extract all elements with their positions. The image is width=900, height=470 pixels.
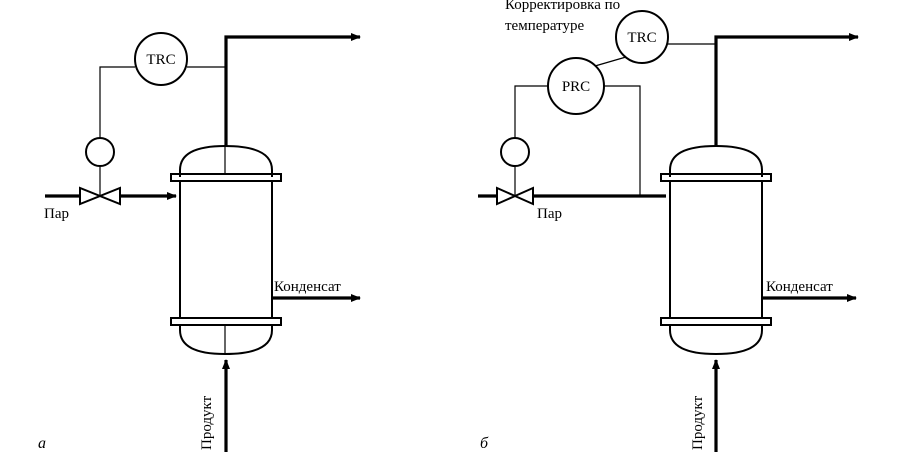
prc-label-b: PRC	[562, 79, 590, 95]
signal-line-b-valve	[514, 85, 548, 138]
diagram-a: TRC Пар Конденсат Продукт а	[38, 32, 361, 452]
diagram-b: Корректировка по температуре TRC PRC Пар…	[478, 0, 859, 452]
condensate-label-a: Конденсат	[274, 279, 341, 295]
diagram-b-letter: б	[480, 435, 489, 452]
trc-label-a: TRC	[146, 52, 175, 68]
vessel-b-top-flange	[660, 173, 772, 182]
trc-controller-b	[615, 10, 669, 64]
product-label-a: Продукт	[199, 395, 215, 450]
steam-label-b: Пар	[537, 206, 562, 222]
vapor-outlet-b	[714, 33, 859, 146]
vessel-b-bottom-head	[669, 325, 763, 356]
vessel-a	[170, 144, 282, 356]
control-valve-a	[79, 186, 121, 206]
correction-label-line1: Корректировка по	[505, 0, 620, 13]
trc-label-b: TRC	[627, 30, 656, 46]
steam-label-a: Пар	[44, 206, 69, 222]
signal-line-b-pressure	[604, 85, 641, 196]
product-label-b: Продукт	[690, 395, 706, 450]
vessel-a-bottom-flange	[170, 317, 282, 326]
vessel-a-top-head	[179, 144, 273, 177]
vessel-a-top-flange	[170, 173, 282, 182]
condensate-label-b: Конденсат	[766, 279, 833, 295]
signal-line-a-valve	[99, 66, 135, 138]
control-valve-b	[496, 186, 534, 206]
vessel-b	[660, 144, 772, 356]
cascade-link-b	[594, 56, 627, 67]
vapor-outlet-a	[224, 33, 361, 146]
vessel-a-bottom-head	[179, 325, 273, 356]
diagram-a-letter: а	[38, 435, 46, 452]
vessel-b-top-head	[669, 144, 763, 177]
trc-controller-a	[134, 32, 188, 86]
valve-actuator-b	[500, 137, 530, 167]
correction-label-line2: температуре	[505, 18, 585, 34]
valve-actuator-a	[85, 137, 115, 167]
vessel-b-bottom-flange	[660, 317, 772, 326]
